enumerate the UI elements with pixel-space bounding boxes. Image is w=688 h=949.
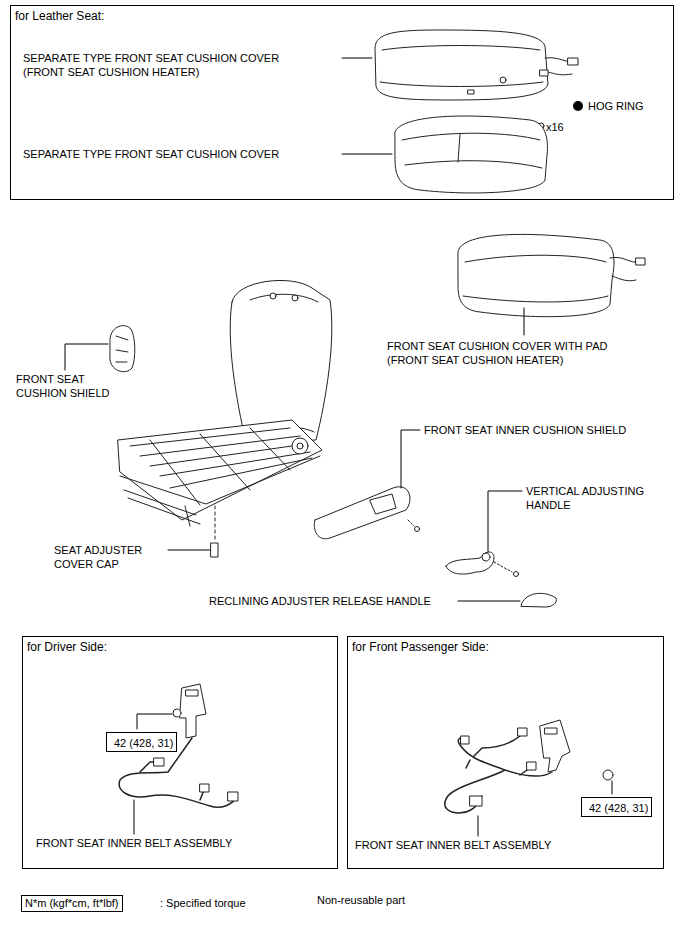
- non-reusable-mark: [573, 101, 583, 111]
- torque-box: 42 (428, 31): [581, 797, 652, 817]
- group-frame: for Leather Seat:: [10, 5, 674, 200]
- part-name: RECLINING ADJUSTER RELEASE HANDLE: [209, 594, 431, 608]
- unit-box: N*m (kgf*cm, ft*lbf): [21, 895, 123, 912]
- part-name: SEAT ADJUSTER COVER CAP: [54, 543, 166, 571]
- part-name: FRONT SEAT CUSHION COVER WITH PAD (FRONT…: [387, 339, 649, 367]
- part-name: SEPARATE TYPE FRONT SEAT CUSHION COVER (…: [23, 51, 323, 79]
- group-heading: for Driver Side:: [23, 637, 337, 654]
- cushion-shield: [110, 326, 135, 372]
- part-name: x16: [546, 120, 564, 134]
- group-frame: for Driver Side: 42 (428, 31): [22, 636, 338, 869]
- cover-cap: [211, 543, 218, 557]
- cushion-cover: [395, 116, 547, 193]
- part-name: FRONT SEAT INNER BELT ASSEMBLY: [36, 836, 232, 850]
- bolt: [603, 770, 613, 780]
- group-frame: for Front Passenger Side: 42 (428, 31): [347, 636, 664, 869]
- legend-text: Non-reusable part: [317, 894, 405, 906]
- cushion-cover-pad: [458, 234, 614, 316]
- part-name: FRONT SEAT INNER CUSHION SHIELD: [424, 423, 626, 437]
- legend-item: : Specified torque: [160, 896, 246, 910]
- part-name: SEPARATE TYPE FRONT SEAT CUSHION COVER: [23, 147, 279, 161]
- cushion-cover-heater: [375, 30, 548, 100]
- part-name: FRONT SEAT CUSHION SHIELD: [16, 372, 128, 400]
- part-name: HOG RING: [588, 99, 644, 113]
- legend-item: Non-reusable part: [317, 893, 405, 907]
- buckle: [540, 720, 570, 772]
- torque-value: 42 (428, 31): [585, 799, 648, 815]
- inner-cushion-shield: [314, 487, 410, 539]
- seat-back: [230, 280, 332, 442]
- release-handle: [521, 593, 556, 607]
- buckle: [180, 684, 206, 738]
- torque-value: N*m (kgf*cm, ft*lbf): [25, 897, 119, 910]
- torque-box: 42 (428, 31): [106, 732, 177, 752]
- bolt: [173, 709, 181, 717]
- part-name: FRONT SEAT INNER BELT ASSEMBLY: [355, 838, 551, 852]
- vertical-handle: [446, 552, 494, 574]
- part-name: VERTICAL ADJUSTING HANDLE: [526, 484, 666, 512]
- torque-value: 42 (428, 31): [110, 734, 173, 750]
- legend-text: : Specified torque: [160, 897, 246, 909]
- group-heading: for Front Passenger Side:: [348, 637, 663, 654]
- group-heading: for Leather Seat:: [11, 6, 673, 23]
